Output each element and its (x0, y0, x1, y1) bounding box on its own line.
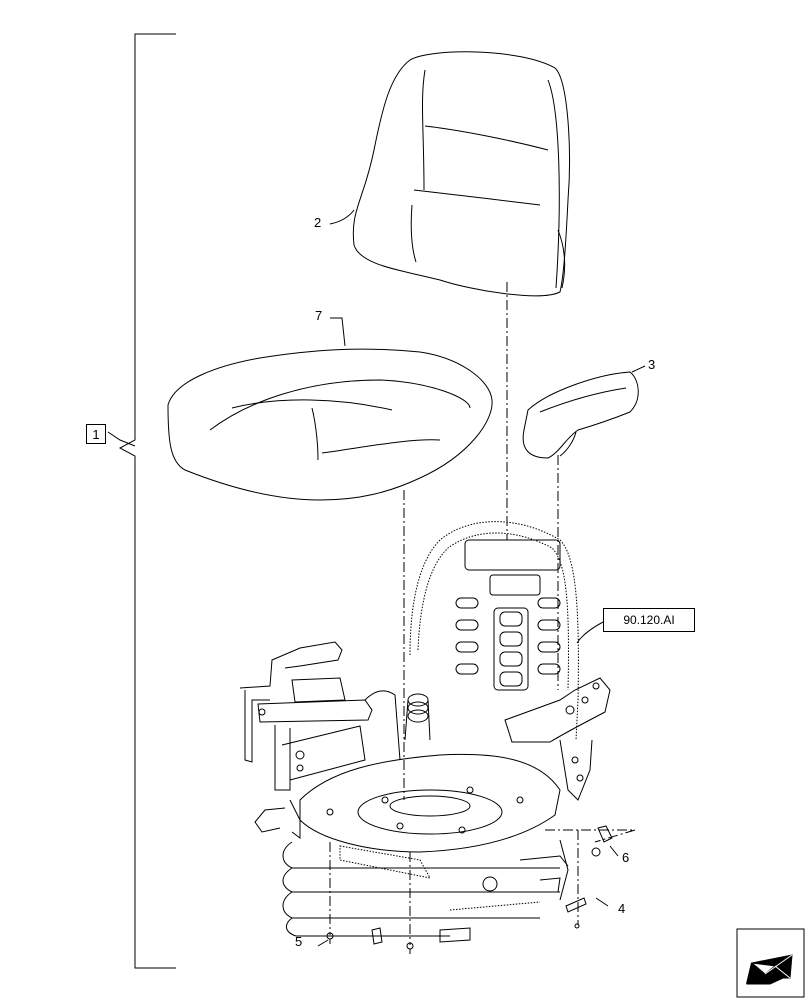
callout-backrest-cushion: 2 (314, 215, 322, 230)
callout-screw: 5 (295, 934, 303, 949)
backrest-cushion (352, 51, 570, 297)
armrest-pad (522, 371, 639, 459)
callout-bracket: 4 (618, 901, 626, 916)
assembly-bracket (118, 33, 176, 969)
left-hinge-bracket (239, 641, 401, 791)
callout-armrest-pad: 3 (648, 357, 656, 372)
reference-link[interactable]: 90.120.AI (603, 608, 695, 632)
nav-box (736, 928, 805, 998)
suspension-spring (404, 693, 431, 741)
right-armrest-hinge (504, 677, 611, 801)
return-arrow-icon (746, 954, 793, 985)
suspension-bellows (282, 839, 569, 943)
seat-pan (254, 753, 561, 853)
callout-clip: 6 (622, 850, 630, 865)
leader-lines (107, 209, 646, 947)
callout-assembly: 1 (86, 424, 106, 444)
bracket-part (565, 897, 587, 929)
callout-seat-cushion: 7 (315, 308, 323, 323)
backrest-frame-slots (455, 539, 561, 691)
handle-part (371, 927, 383, 945)
seat-cushion (167, 348, 493, 501)
alignment-lines (329, 282, 636, 945)
clip-part (591, 825, 613, 857)
